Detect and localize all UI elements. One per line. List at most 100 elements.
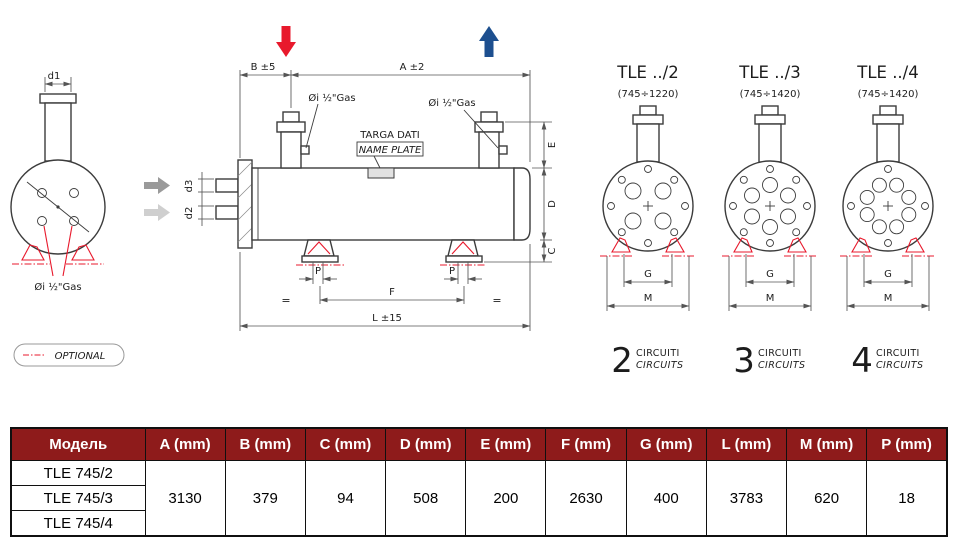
col-header-g: G (mm) [625,427,707,461]
dim-d-label: D [547,200,558,208]
dim-l-label: L ±15 [372,313,402,324]
model-cell: TLE 745/2 [10,460,146,486]
dim-m-label: M [766,293,775,304]
end-view-left: d1 Øi ½"Gas [10,71,106,293]
technical-drawing: d1 Øi ½"Gas OPTIONAL [10,26,936,381]
water-stub-lower [215,205,239,220]
nameplate-label-1: TARGA DATI [359,130,420,141]
value-cell-c: 94 [304,460,387,537]
inlet-arrow-icon [276,26,296,57]
table-row: TLE 745/2 3130 379 94 508 200 2630 400 3… [10,460,948,537]
dim-a-b: B ±5 A ±2 [239,62,531,162]
dim-e-d-c: E D C [484,121,558,263]
dim-p-right-label: P [449,266,455,277]
dim-m-label: M [884,293,893,304]
value-cell-f: 2630 [545,460,627,537]
circuiti-label: CIRCUITI [876,348,920,359]
circuit-count: 3 [733,341,755,381]
dim-d3-label: d3 [184,180,195,193]
value-cell-g: 400 [625,460,707,537]
dim-l: L ±15 [239,244,531,331]
circuit-count: 4 [851,341,873,381]
circuits-label: CIRCUITS [636,360,683,371]
optional-legend: OPTIONAL [13,343,125,367]
col-header-a: A (mm) [144,427,226,461]
variant-view-2: TLE ../2 (745÷1220) G M 2 CIRCUITI CIRCU… [600,63,696,381]
dim-b-label: B ±5 [251,62,276,73]
dim-g-label: G [884,269,892,280]
col-header-p: P (mm) [866,427,948,461]
model-cell: TLE 745/3 [10,485,146,511]
dim-g-label: G [644,269,652,280]
gas-label-left: Øi ½"Gas [308,92,355,104]
col-header-c: C (mm) [304,427,387,461]
dim-m-label: M [644,293,653,304]
flange-lip [39,93,77,104]
table-header-row: Модель A (mm) B (mm) C (mm) D (mm) E (mm… [10,427,948,461]
equal-mark-right: = [492,294,501,307]
dim-d2-label: d2 [184,207,195,220]
value-cell-m: 620 [785,460,868,537]
dim-a-label: A ±2 [400,62,425,73]
dim-c-label: C [547,247,558,254]
waterflow-arrow-upper [144,177,170,194]
value-cell-l: 3783 [705,460,788,537]
dim-f: F [319,286,465,304]
water-stub-upper [215,178,239,193]
col-header-model: Модель [10,427,146,461]
dim-g-label: G [766,269,774,280]
value-cell-d: 508 [385,460,467,537]
circuiti-label: CIRCUITI [636,348,680,359]
value-cell-e: 200 [465,460,547,537]
outlet-arrow-icon [479,26,499,57]
circuit-count: 2 [611,341,633,381]
col-header-m: M (mm) [785,427,868,461]
variant-range: (745÷1420) [740,89,801,100]
variant-view-4: TLE ../4 (745÷1420) G M 4 CIRCUITI CIRCU… [840,63,936,381]
nozzle-right [474,111,508,169]
gas-connection-label: Øi ½"Gas [34,281,81,293]
shell-body [251,167,515,241]
col-header-e: E (mm) [465,427,547,461]
mounting-foot-right [440,239,486,266]
dim-d1-label: d1 [48,71,61,82]
side-view: TARGA DATI NAME PLATE Øi ½"Gas Øi ½"Gas … [144,26,558,331]
name-plate [367,167,395,179]
variant-range: (745÷1220) [618,89,679,100]
col-header-l: L (mm) [705,427,788,461]
col-header-b: B (mm) [224,427,306,461]
variant-view-3: TLE ../3 (745÷1420) G M 3 CIRCUITI CIRCU… [722,63,818,381]
variant-title: TLE ../4 [856,63,919,82]
equal-mark-left: = [281,294,290,307]
table-row: TLE 745/3 [10,485,947,511]
variant-title: TLE ../3 [738,63,801,82]
dim-f-label: F [389,287,395,298]
foot-right [71,244,95,261]
dim-p-left: P [299,262,337,284]
end-cap [513,167,531,241]
circuits-label: CIRCUITS [758,360,805,371]
nameplate-label-2: NAME PLATE [359,145,422,156]
mounting-foot-left [296,239,344,266]
dim-e-label: E [547,142,558,148]
neck [44,102,72,162]
value-cell-b: 379 [224,460,306,537]
circuits-label: CIRCUITS [876,360,923,371]
value-cell-a: 3130 [144,460,226,537]
circuiti-label: CIRCUITI [758,348,802,359]
table-row: TLE 745/4 [10,510,947,537]
dim-p-right: P [444,262,482,284]
model-cell: TLE 745/4 [10,510,146,537]
value-cell-p: 18 [866,460,948,537]
variant-range: (745÷1420) [858,89,919,100]
nozzle-left [276,111,310,169]
variant-title: TLE ../2 [616,63,679,82]
dim-d3-d2: d3 d2 [184,172,214,226]
optional-label: OPTIONAL [55,351,106,362]
foot-left [21,244,45,261]
col-header-f: F (mm) [545,427,627,461]
dimension-table: Модель A (mm) B (mm) C (mm) D (mm) E (mm… [10,427,948,537]
dim-p-left-label: P [315,266,321,277]
gas-label-right: Øi ½"Gas [428,97,475,109]
